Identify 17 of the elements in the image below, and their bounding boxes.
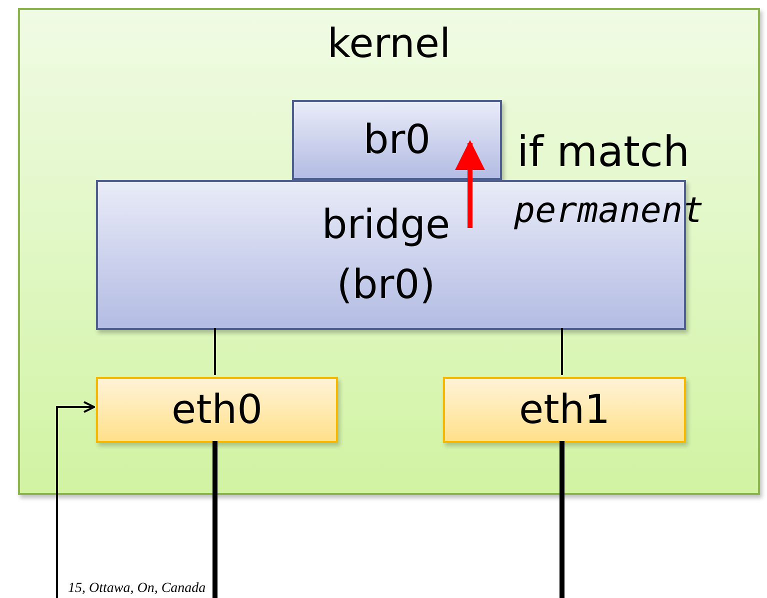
connector-line xyxy=(560,441,564,598)
node-label: br0 xyxy=(363,116,431,165)
interface-box xyxy=(443,377,686,443)
kernel-box xyxy=(18,8,760,495)
arrow xyxy=(56,401,95,598)
connector-line xyxy=(214,328,216,375)
arrow xyxy=(455,140,485,228)
container-title: kernel xyxy=(327,20,451,69)
interface-box xyxy=(96,377,338,443)
node-label: eth0 xyxy=(171,386,263,435)
condition-label: if match xyxy=(517,126,690,178)
connector-line xyxy=(212,441,218,598)
node-label: bridge (br0) xyxy=(320,201,452,310)
footer-text: 15, Ottawa, On, Canada xyxy=(68,580,206,597)
interface-box xyxy=(292,100,502,180)
node-label: eth1 xyxy=(518,386,610,435)
connector-line xyxy=(561,328,563,375)
